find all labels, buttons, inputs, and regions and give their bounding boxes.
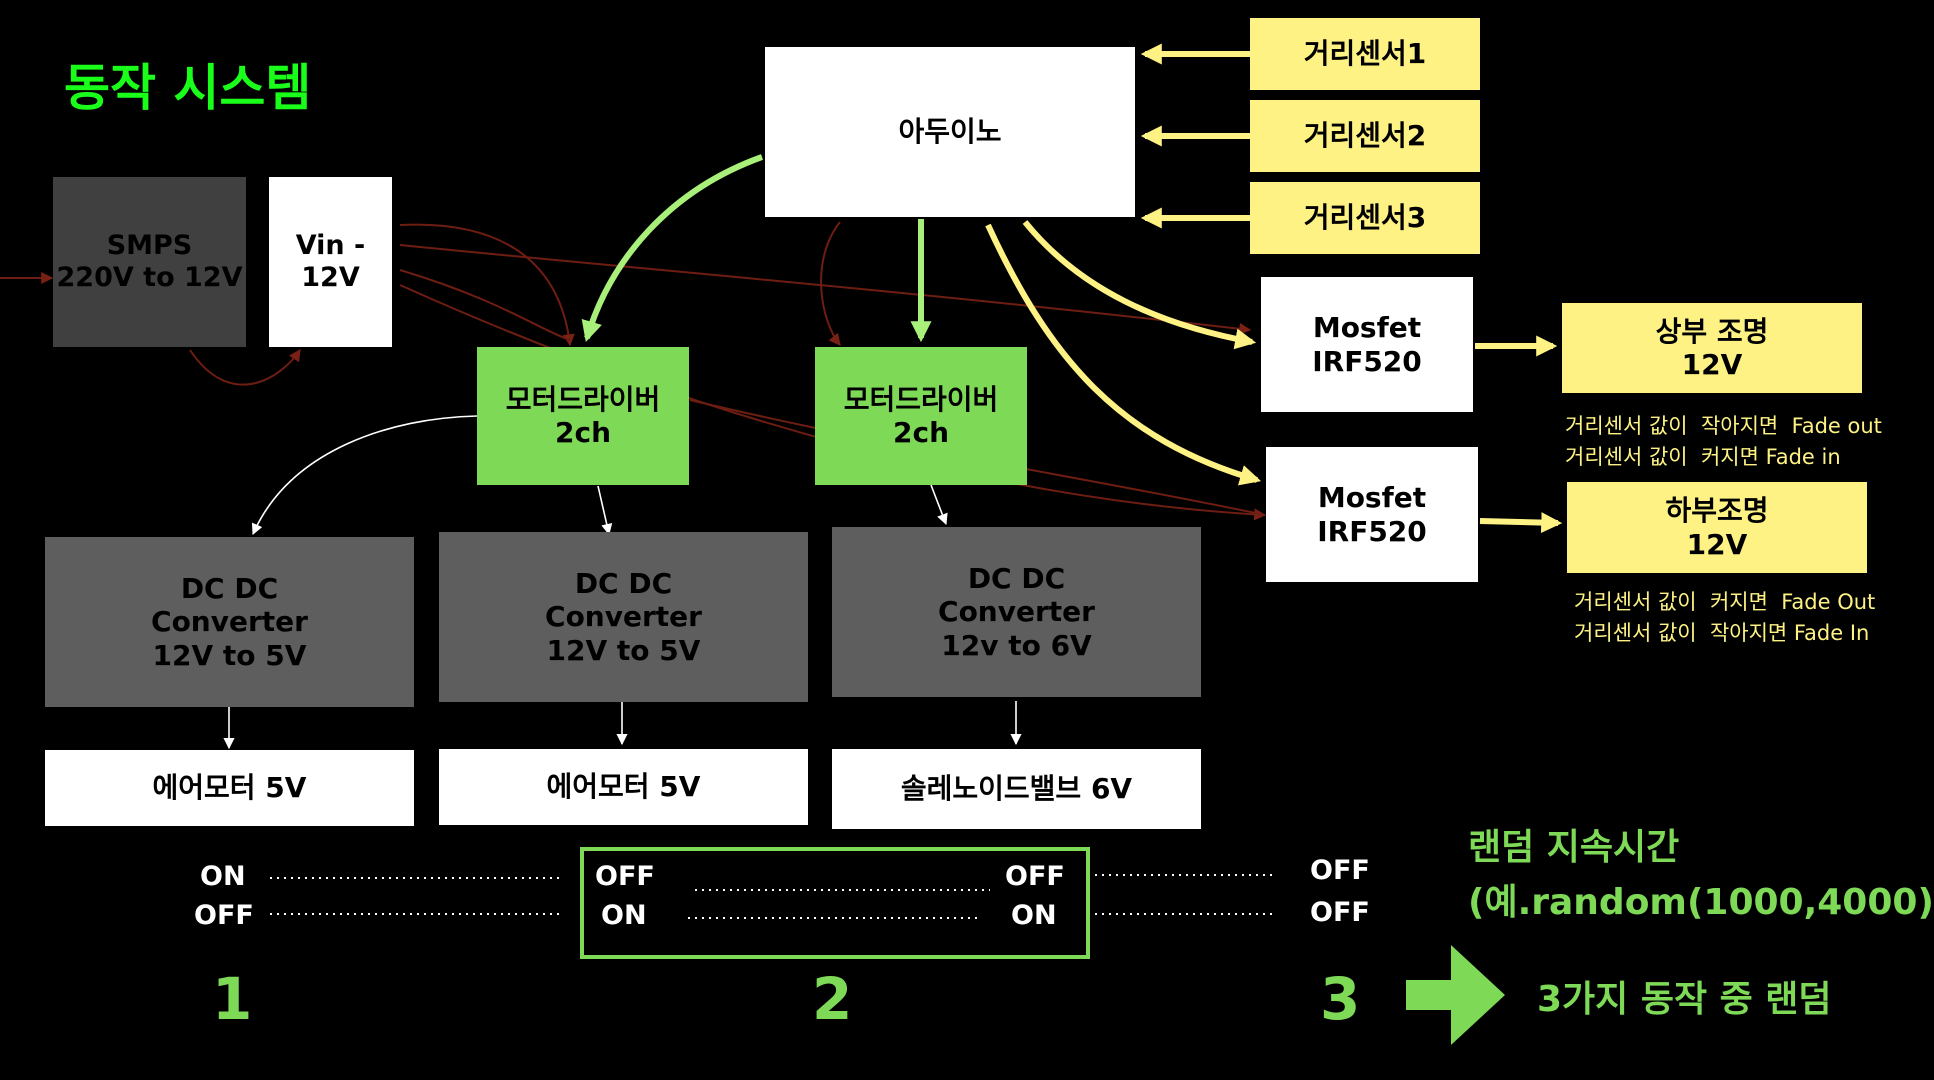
state-col1-top: ON bbox=[200, 861, 246, 892]
state-col2-left-bottom: ON bbox=[601, 900, 647, 931]
power-line bbox=[399, 223, 575, 347]
control-signal-arrow bbox=[985, 223, 1262, 486]
solenoid-valve: 솔레노이드밸브 6V bbox=[832, 749, 1201, 829]
upper-light-box: 상부 조명 12V bbox=[1562, 303, 1862, 393]
flow-arrow bbox=[930, 484, 948, 526]
lower-light-note: 거리센서 값이 커지면 Fade Out 거리센서 값이 작아지면 Fade I… bbox=[1574, 590, 1876, 645]
upper-light-note: 거리센서 값이 작아지면 Fade out 거리센서 값이 커지면 Fade i… bbox=[1565, 414, 1882, 469]
power-line bbox=[399, 269, 571, 341]
arduino-box: 아두이노 bbox=[765, 47, 1135, 217]
state-col3-bottom: OFF bbox=[1310, 897, 1370, 928]
air-motor-1: 에어모터 5V bbox=[45, 750, 414, 826]
state-col1-bottom: OFF bbox=[194, 900, 254, 931]
vin-box: Vin - 12V bbox=[269, 177, 392, 347]
distance-sensor-3: 거리센서3 bbox=[1250, 182, 1480, 254]
state-col2-left-top: OFF bbox=[595, 861, 655, 892]
step-number-3: 3 bbox=[1320, 965, 1361, 1033]
state-col2-right-top: OFF bbox=[1005, 861, 1065, 892]
smps-box: SMPS 220V to 12V bbox=[53, 177, 246, 347]
distance-sensor-1: 거리센서1 bbox=[1250, 18, 1480, 90]
flow-arrow bbox=[597, 485, 613, 536]
power-line bbox=[399, 244, 1252, 335]
control-signal-arrow bbox=[1022, 220, 1257, 350]
selected-state-frame bbox=[580, 847, 1090, 959]
control-signal-arrow bbox=[581, 154, 764, 343]
mosfet-upper: Mosfet IRF520 bbox=[1261, 277, 1473, 412]
dc-converter-3: DC DC Converter 12v to 6V bbox=[832, 527, 1201, 697]
dc-converter-1: DC DC Converter 12V to 5V bbox=[45, 537, 414, 707]
step-number-2: 2 bbox=[812, 965, 853, 1033]
motor-driver-1: 모터드라이버 2ch bbox=[477, 347, 689, 485]
random-duration-label: 랜덤 지속시간 (예.random(1000,4000) bbox=[1468, 827, 1934, 923]
distance-sensor-2: 거리센서2 bbox=[1250, 100, 1480, 172]
step-number-1: 1 bbox=[212, 965, 253, 1033]
mosfet-lower: Mosfet IRF520 bbox=[1266, 447, 1478, 582]
result-arrow bbox=[1406, 945, 1505, 1045]
dc-converter-2: DC DC Converter 12V to 5V bbox=[439, 532, 808, 702]
power-line bbox=[820, 221, 841, 346]
power-feed-arrow bbox=[1479, 512, 1563, 534]
air-motor-2: 에어모터 5V bbox=[439, 749, 808, 825]
page-title: 동작 시스템 bbox=[64, 59, 312, 117]
power-line bbox=[189, 349, 301, 386]
state-col3-top: OFF bbox=[1310, 855, 1370, 886]
flow-arrow bbox=[251, 415, 478, 536]
state-col2-right-bottom: ON bbox=[1011, 900, 1057, 931]
motor-driver-2: 모터드라이버 2ch bbox=[815, 347, 1027, 485]
random-result-label: 3가지 동작 중 랜덤 bbox=[1537, 979, 1832, 1020]
lower-light-box: 하부조명 12V bbox=[1567, 482, 1867, 573]
